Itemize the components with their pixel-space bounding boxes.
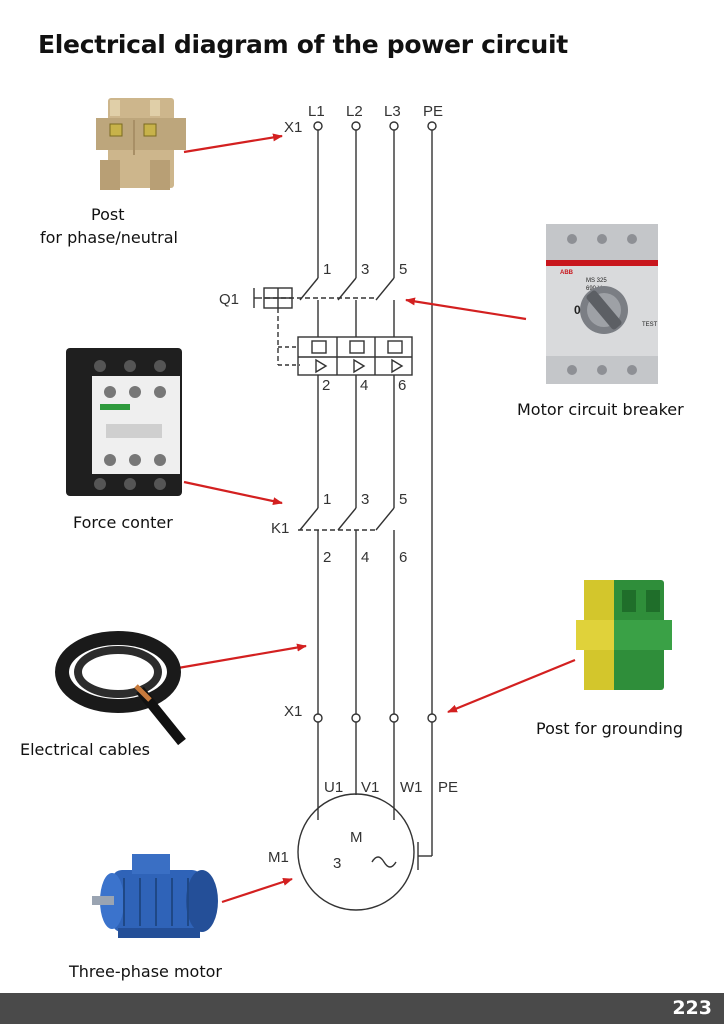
q1-contact-3: 3 — [361, 261, 369, 278]
trip-unit — [297, 336, 413, 376]
arrow-cable — [177, 643, 307, 670]
callout-arrows — [177, 133, 576, 904]
arrow-contactor — [183, 480, 283, 506]
breaker-contacts — [265, 277, 395, 337]
phase-post-image — [96, 98, 186, 190]
terminal-u — [313, 713, 323, 723]
motor-symbol — [297, 793, 415, 911]
label-u1: U1 — [324, 779, 343, 796]
label-x1-top: X1 — [284, 119, 302, 136]
caption-cables: Electrical cables — [20, 740, 151, 759]
breaker-brand: ABB — [560, 270, 574, 276]
arrow-breaker — [405, 297, 527, 321]
caption-grounding: Post for grounding — [536, 719, 683, 738]
label-pe-motor: PE — [438, 779, 458, 796]
label-x1-bottom: X1 — [284, 703, 302, 720]
caption-contactor: Force conter — [73, 513, 173, 532]
k1-contact-1: 1 — [323, 491, 331, 508]
k1-contact-6: 6 — [399, 549, 407, 566]
caption-post-line2: for phase/neutral — [40, 228, 178, 247]
schematic — [253, 121, 437, 911]
label-pe: PE — [423, 103, 443, 120]
cable-image — [55, 631, 186, 746]
motor-image — [92, 854, 218, 938]
q1-contact-6: 6 — [398, 377, 406, 394]
caption-motor: Three-phase motor — [69, 962, 222, 981]
label-w1: W1 — [400, 779, 423, 796]
arrow-motor — [221, 877, 293, 904]
label-v1: V1 — [361, 779, 379, 796]
label-l2: L2 — [346, 103, 363, 120]
breaker-test-label: TEST — [642, 322, 658, 328]
q1-contact-2: 2 — [322, 377, 330, 394]
q1-contact-4: 4 — [360, 377, 368, 394]
breaker-model: MS 325 — [586, 278, 607, 284]
terminal-l1 — [313, 121, 323, 131]
motor-phases: 3 — [333, 855, 341, 872]
caption-post-line1: Post — [91, 205, 125, 224]
label-q1: Q1 — [219, 291, 239, 308]
k1-contact-4: 4 — [361, 549, 369, 566]
label-l1: L1 — [308, 103, 325, 120]
k1-contact-2: 2 — [323, 549, 331, 566]
motor-letter: M — [350, 829, 363, 846]
breaker-image: ABB MS 325 690 V~ 0 TEST — [546, 224, 658, 384]
footer-bar: 223 — [0, 993, 724, 1024]
contactor-contacts — [298, 507, 395, 714]
arrow-ground — [447, 658, 576, 714]
k1-contact-5: 5 — [399, 491, 407, 508]
caption-breaker: Motor circuit breaker — [517, 400, 684, 419]
breaker-actuator — [253, 287, 300, 366]
contactor-image — [66, 348, 182, 496]
label-m1: M1 — [268, 849, 289, 866]
label-k1: K1 — [271, 520, 289, 537]
terminal-v — [351, 713, 361, 723]
ground-post-image — [576, 580, 672, 690]
label-l3: L3 — [384, 103, 401, 120]
terminal-l2 — [351, 121, 361, 131]
terminal-w — [389, 713, 399, 723]
arrow-post — [183, 133, 283, 154]
terminal-pe-bottom — [427, 713, 437, 723]
page-title: Electrical diagram of the power circuit — [38, 30, 568, 59]
k1-contact-3: 3 — [361, 491, 369, 508]
terminal-l3 — [389, 121, 399, 131]
breaker-dial-value: 0 — [574, 303, 581, 317]
q1-contact-5: 5 — [399, 261, 407, 278]
page-number: 223 — [672, 997, 712, 1019]
terminal-pe — [427, 121, 437, 131]
q1-contact-1: 1 — [323, 261, 331, 278]
